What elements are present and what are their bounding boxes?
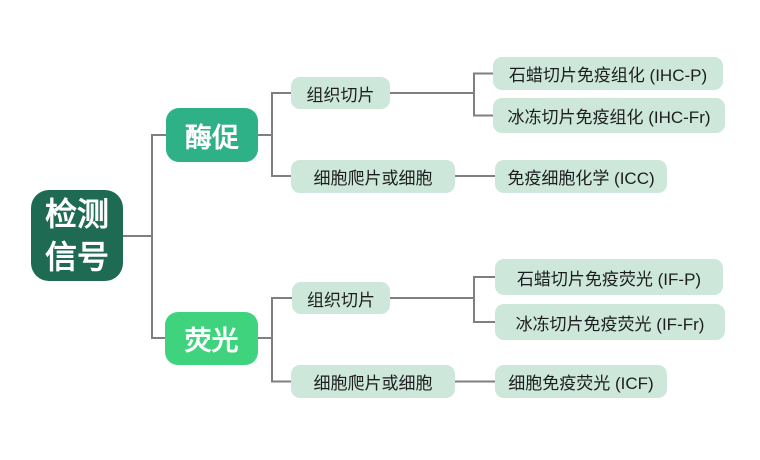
enzymatic-branch-connector (257, 92, 292, 177)
if-p-label: 石蜡切片免疫荧光 (IF-P) (516, 269, 702, 289)
root-label-line2: 信号 (44, 238, 109, 275)
icc-node[interactable]: 免疫细胞化学 (ICC) (495, 160, 667, 193)
ihc-p-label: 石蜡切片免疫组化 (IHC-P) (508, 66, 708, 85)
if-p-node[interactable]: 石蜡切片免疫荧光 (IF-P) (495, 259, 723, 295)
icc-label: 免疫细胞化学 (ICC) (507, 169, 655, 188)
tissue-top-connector (389, 72, 494, 117)
ihc-fr-node[interactable]: 冰冻切片免疫组化 (IHC-Fr) (493, 98, 725, 133)
tissue-section-node-top[interactable]: 组织切片 (291, 77, 390, 109)
cell-slide-node-bottom[interactable]: 细胞爬片或细胞 (291, 365, 455, 398)
branch-fluorescent-label: 荧光 (184, 326, 239, 356)
fluorescent-branch-connector (257, 297, 293, 383)
ihc-fr-label: 冰冻切片免疫组化 (IHC-Fr) (507, 108, 711, 127)
cell-slide-node-top[interactable]: 细胞爬片或细胞 (291, 160, 455, 193)
root-label-line1: 检测 (44, 196, 109, 233)
cell-slide-label-bottom: 细胞爬片或细胞 (313, 374, 433, 393)
tissue-section-label-top: 组织切片 (306, 85, 375, 105)
cell-slide-label-top: 细胞爬片或细胞 (313, 169, 433, 188)
icf-label: 细胞免疫荧光 (ICF) (508, 374, 654, 393)
branch-enzymatic-node[interactable]: 酶促 (166, 108, 258, 162)
tissue-bottom-connector (389, 276, 496, 323)
icf-node[interactable]: 细胞免疫荧光 (ICF) (495, 365, 667, 398)
branch-fluorescent-node[interactable]: 荧光 (165, 312, 258, 365)
if-fr-label: 冰冻切片免疫荧光 (IF-Fr) (515, 314, 705, 334)
root-connector (122, 134, 167, 339)
root-node[interactable]: 检测 信号 (31, 190, 123, 281)
if-fr-node[interactable]: 冰冻切片免疫荧光 (IF-Fr) (495, 304, 725, 340)
tissue-section-label-bottom: 组织切片 (307, 290, 375, 310)
ihc-p-node[interactable]: 石蜡切片免疫组化 (IHC-P) (493, 57, 723, 90)
branch-enzymatic-label: 酶促 (185, 122, 239, 153)
tissue-section-node-bottom[interactable]: 组织切片 (292, 282, 390, 314)
